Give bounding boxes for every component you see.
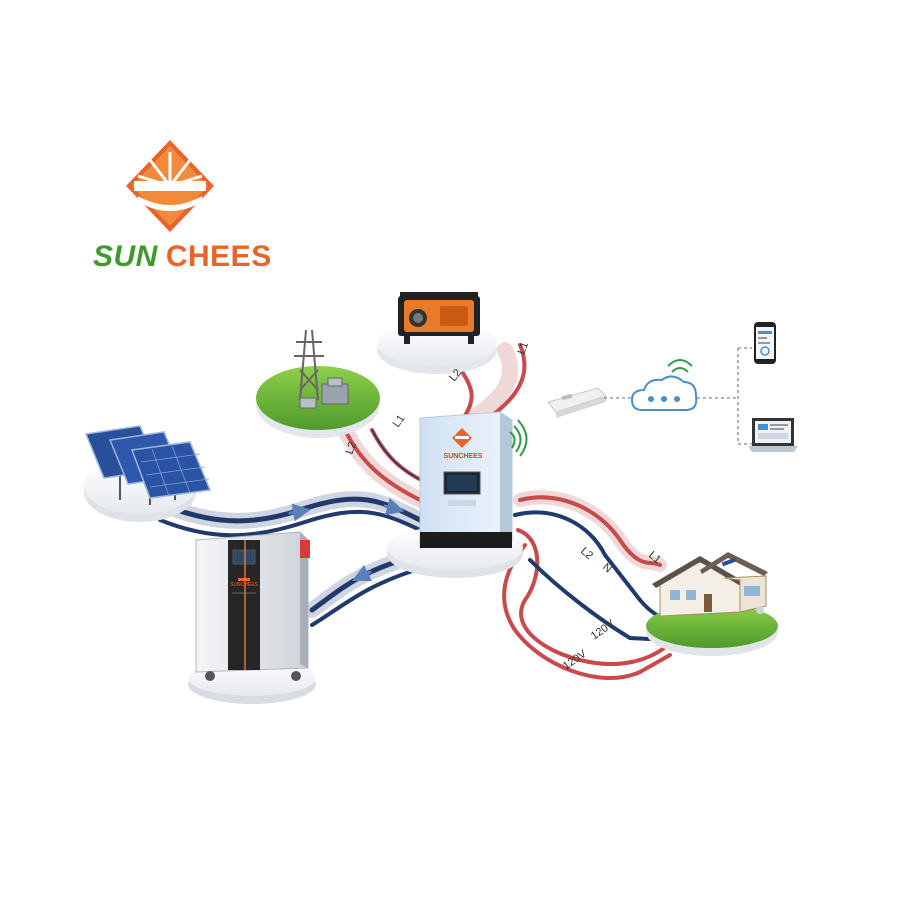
brand-name-part2: CHEES: [165, 240, 272, 273]
wifi-icon: [667, 359, 693, 373]
transmission-tower-icon: [294, 329, 324, 401]
inverter-icon: [419, 411, 513, 549]
generator: [377, 292, 497, 374]
phone-icon: [754, 322, 776, 364]
solar-panel-icon: [84, 425, 212, 505]
grid-l2-label: L2: [344, 440, 359, 456]
out-l2-label: L2: [578, 545, 595, 562]
battery-brand-label: SUNCHEES: [230, 582, 258, 588]
cloud-icon: [630, 375, 698, 411]
ac-output-lines: [502, 490, 674, 680]
out-n-label: N: [600, 561, 614, 575]
house-icon: [652, 552, 768, 617]
grid-substation: [256, 329, 380, 438]
wifi-signal-icon: [509, 419, 528, 457]
brand-name-part1: SUN: [93, 240, 158, 273]
grid-l2-line: [343, 428, 422, 502]
battery-line-b: [310, 566, 424, 627]
generator-icon: [398, 292, 480, 344]
monitoring-network: [547, 322, 798, 452]
inverter-logo-icon: [452, 428, 472, 448]
battery-cabinet: SUNCHEES: [188, 531, 316, 704]
out-l2-line: [516, 528, 670, 667]
wifi-dongle-icon: [547, 387, 607, 418]
voltage-lower-label: 120V: [561, 648, 589, 673]
battery-icon: [195, 531, 310, 681]
gen-l1-label: L1: [516, 340, 531, 356]
solar-panels: [84, 425, 212, 522]
house-load: [646, 552, 778, 656]
hybrid-inverter: SUNCHEES: [387, 411, 528, 578]
out-l1-line: [518, 495, 662, 567]
sunburst-icon: [126, 140, 214, 232]
brand-logo: [126, 140, 214, 232]
line-labels: L2 L1 L2 L1 L2 N L1 120V 120V: [344, 340, 664, 672]
laptop-icon: [748, 418, 798, 452]
inverter-brand-label: SUNCHEES: [444, 453, 483, 460]
grid-l1-label: L1: [391, 413, 408, 430]
